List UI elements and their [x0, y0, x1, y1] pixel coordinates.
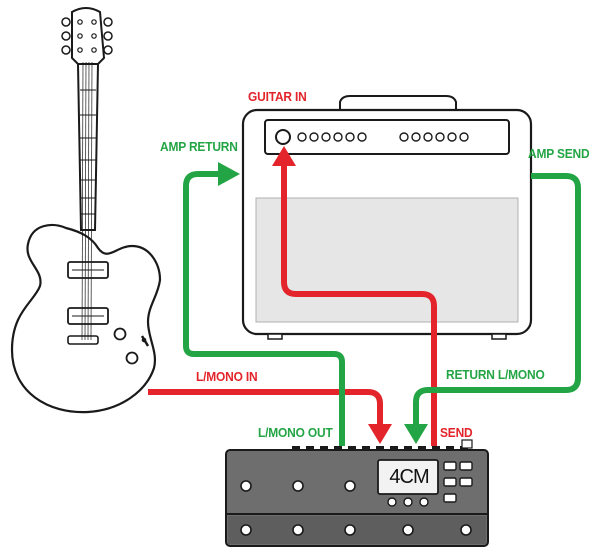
pedal-display-text: 4CM	[389, 466, 429, 488]
guitar-neck	[76, 63, 100, 231]
label-amp-send: AMP SEND	[528, 146, 590, 161]
amp-knobs	[297, 132, 469, 142]
label-lmono-in: L/MONO IN	[196, 369, 258, 384]
arrow-return-lmono	[404, 424, 428, 444]
guitar-strings	[81, 61, 93, 341]
cable-guitar-to-lmono-in	[148, 389, 383, 426]
label-return-lmono: RETURN L/MONO	[446, 367, 545, 382]
amp-speaker-grille	[255, 197, 519, 323]
amplifier	[241, 95, 533, 340]
guitar-headstock	[61, 7, 113, 65]
pedal-small-knobs	[387, 497, 429, 507]
electric-guitar	[10, 7, 162, 414]
arrow-amp-return	[218, 162, 240, 186]
pedal-footswitches-bottom	[240, 524, 472, 536]
label-lmono-out: L/MONO OUT	[258, 425, 333, 440]
signal-cables	[148, 146, 581, 446]
multi-effects-pedal	[225, 439, 489, 547]
arrow-guitar-in	[272, 146, 296, 166]
amp-input-jack	[275, 129, 291, 145]
pedal-display	[377, 459, 439, 495]
label-send: SEND	[440, 425, 473, 440]
guitar-knobs	[113, 327, 150, 365]
amp-control-panel	[264, 119, 510, 155]
arrow-lmono-in	[368, 424, 392, 444]
pedal-footswitches-top	[240, 480, 356, 492]
label-amp-return: AMP RETURN	[160, 139, 238, 154]
cable-lmono-out-to-amp-return	[183, 171, 345, 446]
amp-handle	[339, 95, 457, 112]
pedal-side-buttons	[443, 461, 473, 503]
cable-send-to-guitar-in	[281, 164, 437, 446]
label-guitar-in: GUITAR IN	[248, 89, 307, 104]
cable-amp-send-to-return-lmono	[413, 173, 581, 426]
